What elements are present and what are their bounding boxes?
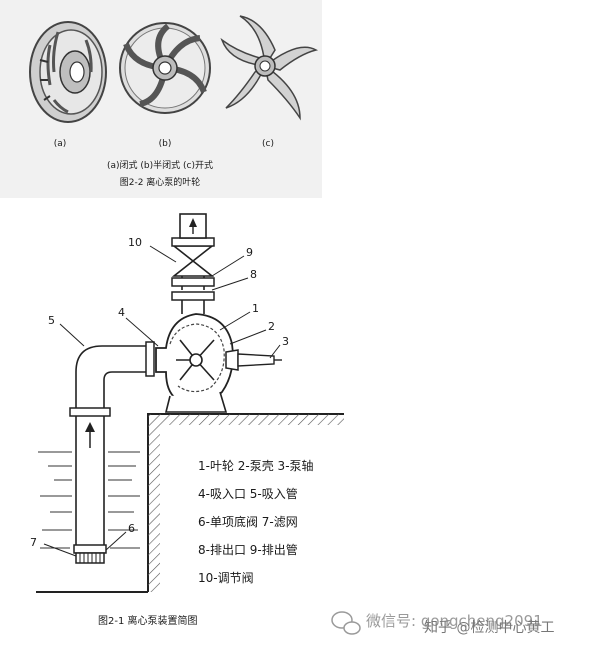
callout-leaders — [43, 245, 281, 557]
watermark-wechat: 微信号: gongcheng2091 — [366, 612, 543, 630]
impeller-in-casing — [176, 339, 215, 381]
pump-shaft — [225, 349, 282, 371]
discharge-flange-upper — [171, 277, 215, 287]
watermark-zhihu: 知乎 @检测中心黄工 — [424, 619, 554, 636]
legend-line-3: 6-单项底阀 7-滤网 — [198, 514, 298, 529]
callout-5: 5 — [48, 314, 55, 327]
callout-1: 1 — [252, 302, 259, 315]
sub-label-b: (b) — [159, 139, 172, 149]
closed-impeller-illustration — [29, 21, 107, 123]
wall-hatch — [148, 414, 160, 592]
foot-valve-strainer — [73, 544, 107, 564]
impeller-types-line: (a)闭式 (b)半闭式 (c)开式 — [107, 159, 213, 171]
suction-pipe — [75, 345, 146, 545]
callout-2: 2 — [268, 320, 275, 333]
sub-label-a: (a) — [54, 139, 67, 149]
impeller-figure-caption: 图2-2 离心泵的叶轮 — [120, 176, 201, 188]
legend-line-5: 10-调节阀 — [198, 571, 254, 585]
suction-flange — [69, 407, 111, 417]
sub-label-c: (c) — [262, 139, 274, 149]
legend-line-2: 4-吸入口 5-吸入管 — [198, 486, 298, 501]
callout-3: 3 — [282, 335, 289, 348]
callout-9: 9 — [246, 246, 253, 259]
callout-7: 7 — [30, 536, 37, 549]
suction-inlet-flange — [145, 341, 155, 377]
suction-flow-arrow-icon — [85, 422, 95, 448]
control-valve — [171, 245, 215, 277]
callout-10: 10 — [128, 236, 142, 249]
ground-wall — [147, 413, 344, 592]
callout-8: 8 — [250, 268, 257, 281]
discharge-flange-lower — [171, 291, 215, 301]
water-surface — [38, 451, 140, 549]
legend-line-4: 8-排出口 9-排出管 — [198, 542, 298, 557]
callout-4: 4 — [118, 306, 125, 319]
valve-top-flange — [171, 237, 215, 247]
legend-line-1: 1-叶轮 2-泵壳 3-泵轴 — [198, 458, 314, 473]
semi-closed-impeller-illustration — [119, 22, 211, 114]
open-impeller-illustration — [220, 15, 319, 121]
discharge-flow-arrow-icon — [189, 218, 197, 234]
callout-6: 6 — [128, 522, 135, 535]
pump-figure-caption: 图2-1 离心泵装置简图 — [98, 614, 198, 627]
wechat-icon — [331, 611, 361, 635]
ground-hatch — [160, 414, 344, 425]
